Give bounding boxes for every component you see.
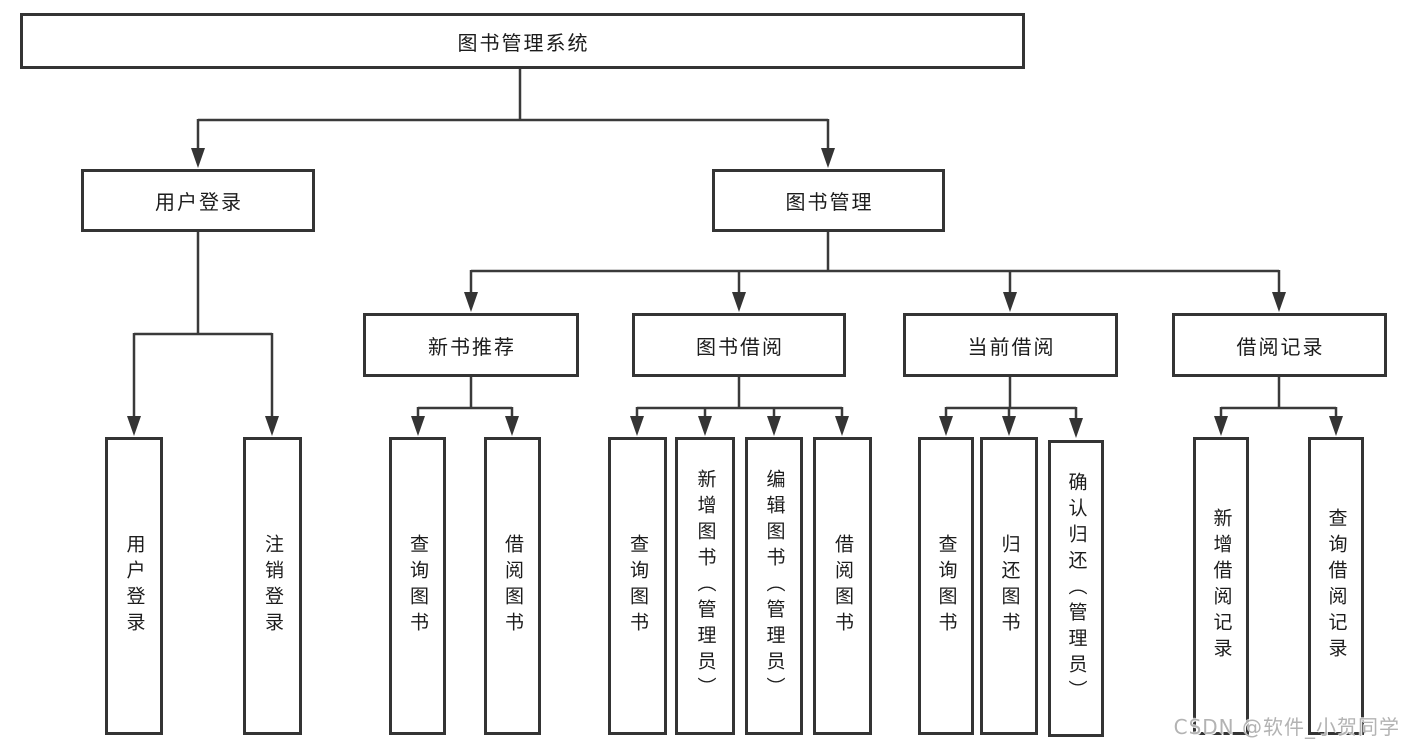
connector-userlogin-to-leaves [132,232,274,419]
arrow-icon [1329,416,1343,436]
node-book-borrowing: 图书借阅 [632,313,846,377]
connector-bookborrow-to-leaves [635,377,844,419]
arrow-icon [732,292,746,312]
arrow-icon [127,416,141,436]
leaf-query-borrow-record: 查询借阅记录 [1308,437,1364,735]
leaf-query-books-recommend: 查询图书 [389,437,446,735]
node-user-login: 用户登录 [81,169,315,232]
node-current-borrowing: 当前借阅 [903,313,1118,377]
leaf-user-login: 用户登录 [105,437,163,735]
connector-root-to-level2 [196,69,830,151]
arrow-icon [835,416,849,436]
leaf-query-books-current: 查询图书 [918,437,974,735]
connector-newbook-to-leaves [416,377,514,419]
arrow-icon [191,148,205,168]
arrow-icon [767,416,781,436]
leaf-return-books: 归还图书 [980,437,1038,735]
connector-records-to-leaves [1219,377,1338,419]
leaf-add-borrow-record: 新增借阅记录 [1193,437,1249,735]
arrow-icon [265,416,279,436]
leaf-add-book-admin: 新增图书（管理员） [675,437,735,735]
leaf-confirm-return-admin: 确认归还（管理员） [1048,440,1104,737]
leaf-borrow-books-recommend: 借阅图书 [484,437,541,735]
arrow-icon [630,416,644,436]
arrow-icon [1272,292,1286,312]
arrow-icon [698,416,712,436]
leaf-edit-book-admin: 编辑图书（管理员） [745,437,803,735]
arrow-icon [1214,416,1228,436]
arrow-icon [1003,292,1017,312]
connector-bookmgmt-to-level3 [469,232,1281,294]
arrow-icon [1002,416,1016,436]
arrowheads [127,148,1343,438]
arrow-icon [464,292,478,312]
node-library-management-system: 图书管理系统 [20,13,1025,69]
arrow-icon [939,416,953,436]
arrow-icon [821,148,835,168]
node-borrowing-records: 借阅记录 [1172,313,1387,377]
node-book-management: 图书管理 [712,169,945,232]
arrow-icon [411,416,425,436]
leaf-borrow-books: 借阅图书 [813,437,872,735]
node-new-book-recommend: 新书推荐 [363,313,579,377]
connector-currentborrow-to-leaves [944,377,1078,421]
leaf-logout: 注销登录 [243,437,302,735]
arrow-icon [505,416,519,436]
arrow-icon [1069,418,1083,438]
leaf-query-books-borrowing: 查询图书 [608,437,667,735]
